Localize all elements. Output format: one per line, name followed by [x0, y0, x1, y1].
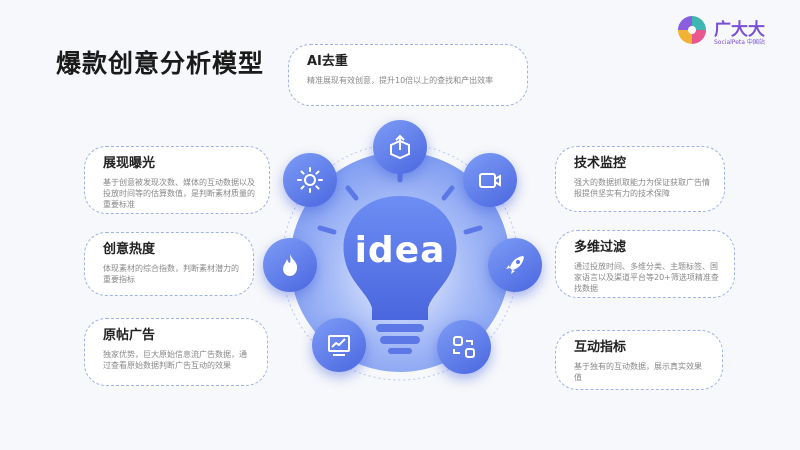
sun-icon	[283, 153, 337, 207]
lightbulb-icon	[317, 163, 483, 354]
card-monitor-title: 技术监控	[574, 156, 627, 171]
logo-name: 广大大	[714, 20, 765, 40]
logo-subtitle: SocialPeta 中国站	[714, 39, 765, 46]
card-filter: 多维过滤 通过投放时间、多维分类、主题标签、国家语言以及渠道平台等20+筛选项精…	[555, 230, 735, 298]
card-heat: 创意热度 体现素材的综合指数，判断素材潜力的重要指标	[84, 232, 254, 296]
swap-arrows-icon	[437, 320, 491, 374]
card-monitor-desc: 强大的数据抓取能力为保证获取广告情报提供坚实有力的技术保障	[574, 178, 710, 198]
card-exposure-title: 展现曝光	[103, 156, 156, 171]
card-interaction: 互动指标 基于独有的互动数据，展示真实效果值	[555, 330, 723, 390]
card-ai-dedupe-title: AI去重	[307, 54, 348, 69]
card-ai-dedupe-desc: 精准展现有效创意，提升10倍以上的查找和产出效率	[307, 76, 494, 85]
rocket-icon	[488, 238, 542, 292]
page-title: 爆款创意分析模型	[56, 49, 265, 78]
card-original: 原帖广告 独家优势，巨大原始信息流广告数据，通过查看原始数据判断广告互动的效果	[84, 318, 268, 386]
box-upload-icon	[373, 120, 427, 174]
card-interaction-title: 互动指标	[574, 340, 627, 355]
chart-monitor-icon	[312, 318, 366, 372]
flame-icon	[263, 238, 317, 292]
card-original-title: 原帖广告	[103, 328, 156, 343]
card-original-desc: 独家优势，巨大原始信息流广告数据，通过查看原始数据判断广告互动的效果	[103, 350, 247, 370]
card-heat-desc: 体现素材的综合指数，判断素材潜力的重要指标	[103, 264, 239, 284]
card-exposure-desc: 基于创意被发现次数、媒体的互动数据以及投放时间等的估算数值，是判断素材质量的重要…	[103, 178, 255, 209]
card-filter-title: 多维过滤	[574, 240, 627, 255]
card-heat-title: 创意热度	[103, 242, 156, 257]
card-exposure: 展现曝光 基于创意被发现次数、媒体的互动数据以及投放时间等的估算数值，是判断素材…	[84, 146, 270, 214]
card-monitor: 技术监控 强大的数据抓取能力为保证获取广告情报提供坚实有力的技术保障	[555, 146, 725, 212]
card-filter-desc: 通过投放时间、多维分类、主题标签、国家语言以及渠道平台等20+筛选项精准查找数据	[574, 262, 719, 293]
pinwheel-logo-icon	[678, 16, 706, 44]
card-interaction-desc: 基于独有的互动数据，展示真实效果值	[574, 362, 702, 382]
card-ai-dedupe: AI去重 精准展现有效创意，提升10倍以上的查找和产出效率	[288, 44, 528, 106]
idea-label: idea	[354, 230, 446, 271]
video-camera-icon	[463, 153, 517, 207]
brand-logo: 广大大 SocialPeta 中国站	[676, 14, 788, 48]
